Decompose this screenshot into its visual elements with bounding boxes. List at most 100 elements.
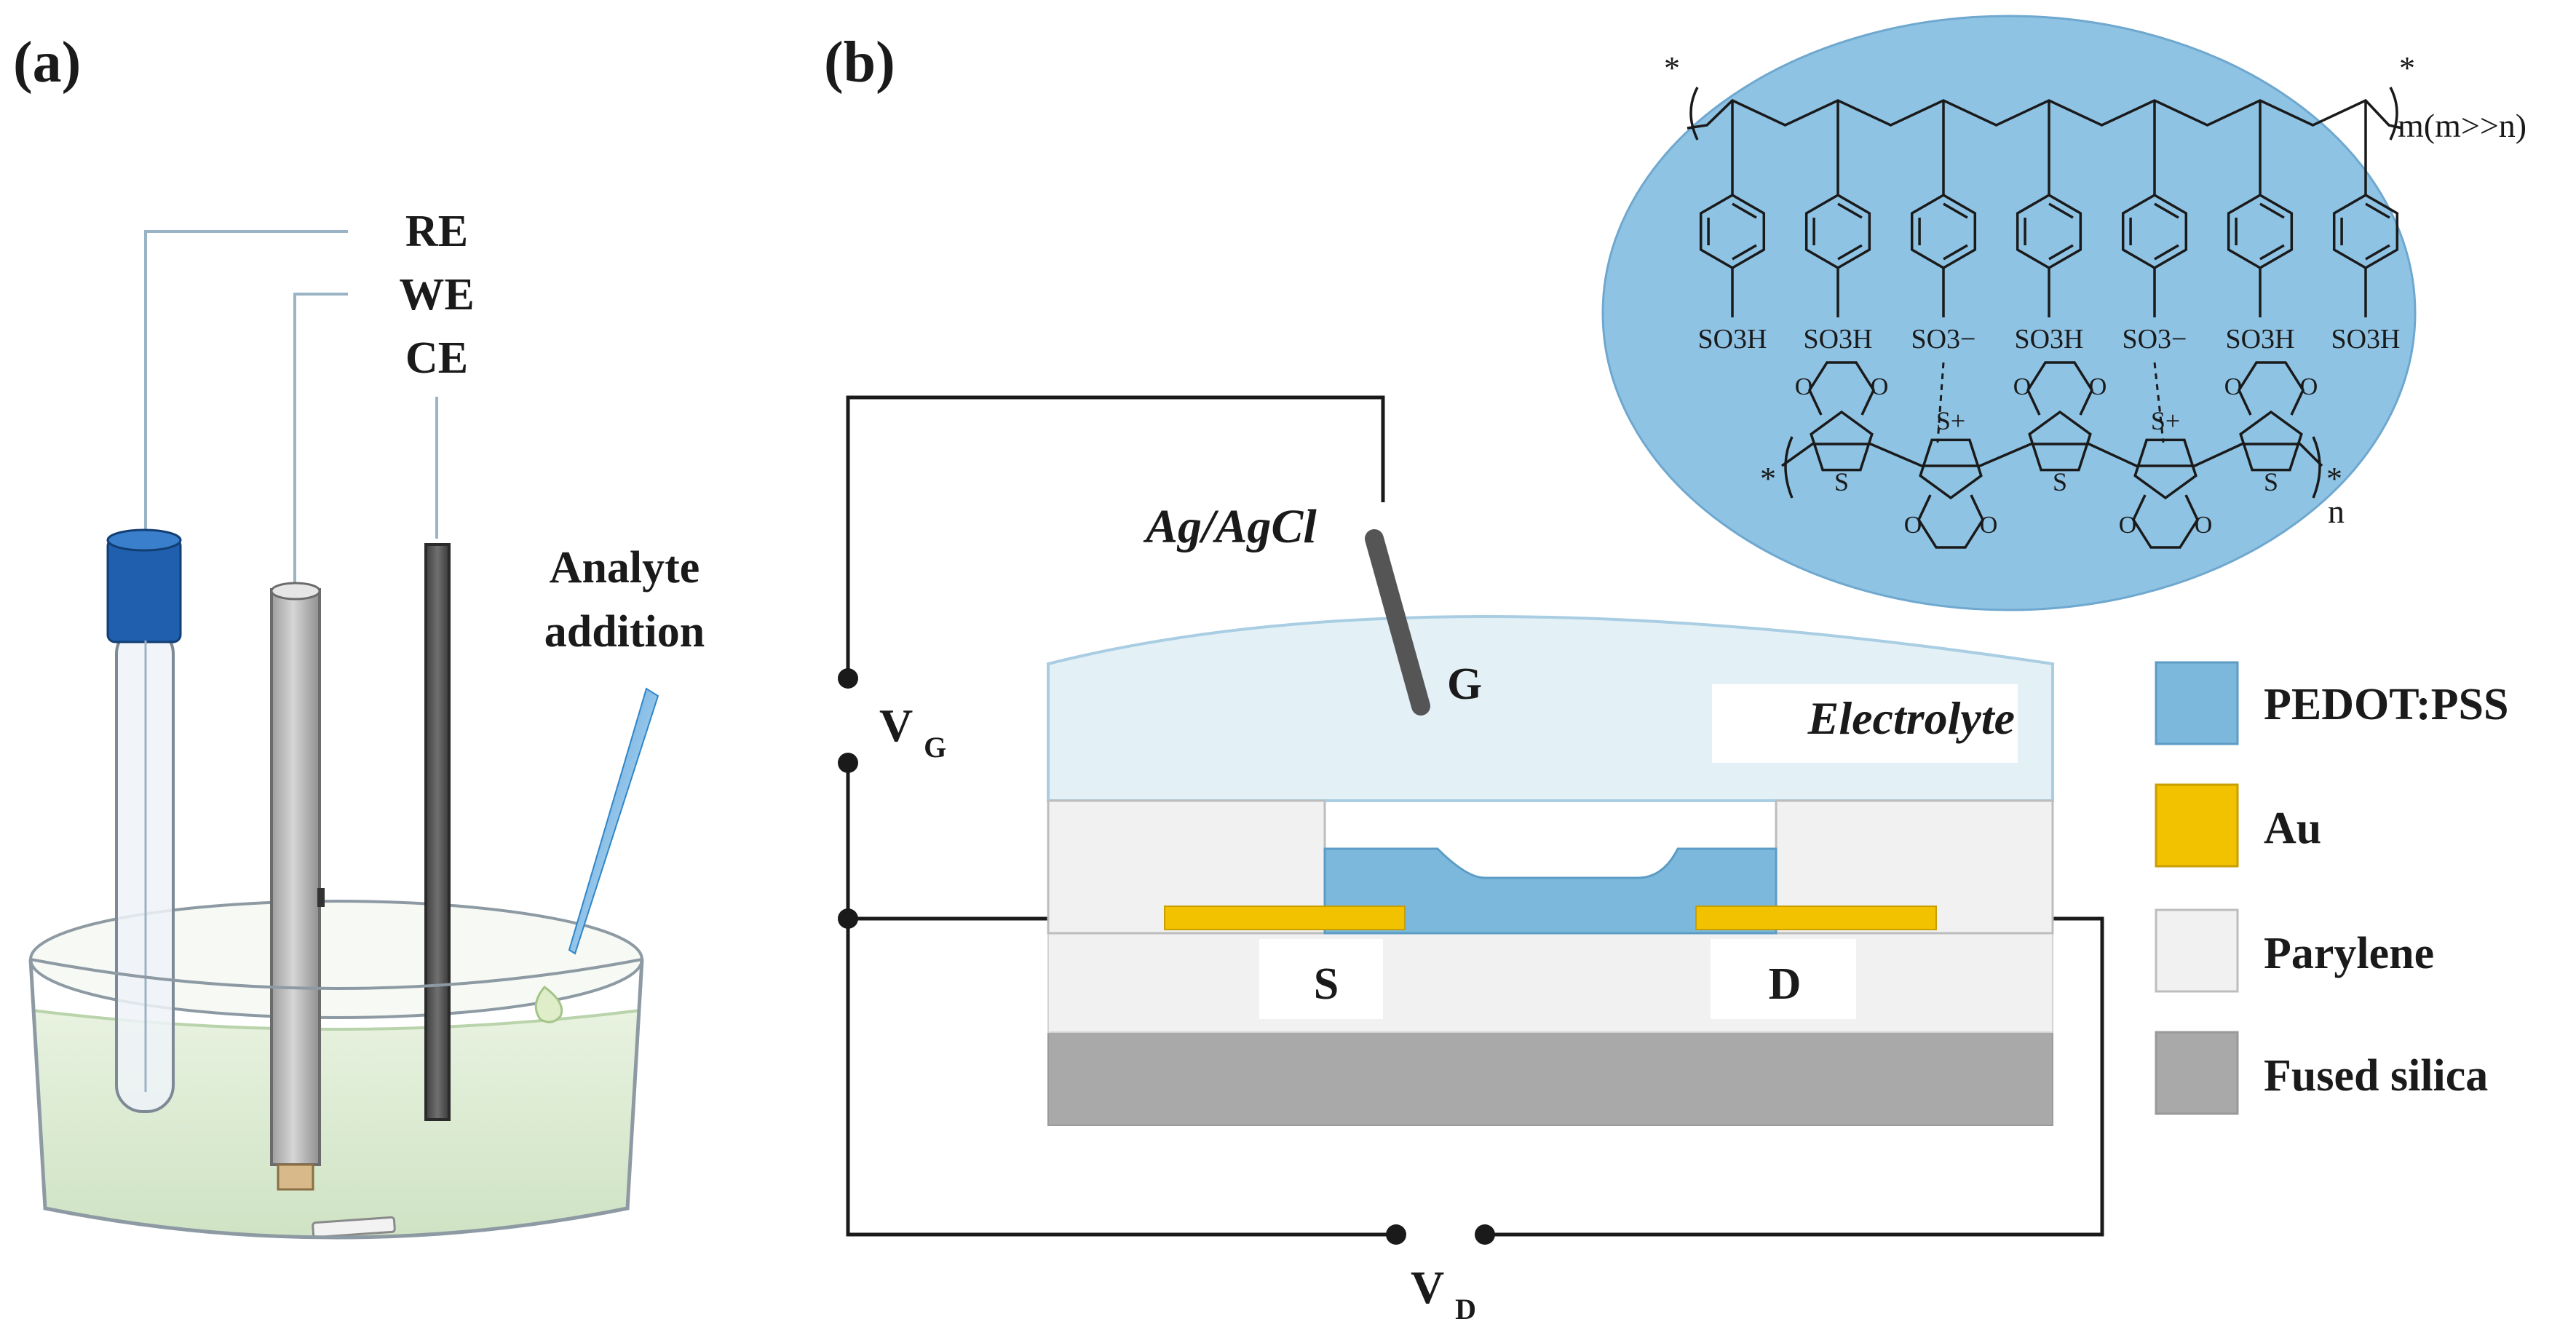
counter-electrode xyxy=(424,543,451,1121)
re-cap-top xyxy=(106,528,182,552)
thiophene-ring xyxy=(2028,410,2092,472)
fused-silica-substrate xyxy=(1047,1031,2053,1126)
pedot-star-left: * xyxy=(1760,461,1776,496)
sulfonate-group-label: SO3− xyxy=(1911,324,1975,354)
we-wire xyxy=(293,293,348,591)
oxygen-label: O xyxy=(1795,373,1813,400)
chemistry-ellipse xyxy=(1601,15,2417,611)
oxygen-label: O xyxy=(1871,373,1889,400)
vg-label: V G xyxy=(879,700,946,764)
oect-device xyxy=(1047,615,2054,1126)
thiophene-ring xyxy=(2239,410,2303,472)
dioxane-ring xyxy=(2026,361,2093,416)
vg-terminal-bottom xyxy=(838,753,858,773)
benzene-double-bond xyxy=(2154,202,2179,219)
charged-sulfur-label: S+ xyxy=(2151,406,2180,435)
label-ce: CE xyxy=(405,333,468,383)
we-rod xyxy=(270,588,321,1166)
solution xyxy=(32,1010,641,1237)
sulfonate-group-label: SO3H xyxy=(2331,324,2400,354)
legend-swatch-fused-silica xyxy=(2155,1031,2239,1115)
gate-label: G xyxy=(1447,659,1482,709)
legend-label-fused-silica: Fused silica xyxy=(2264,1051,2488,1101)
legend: PEDOT:PSS Au Parylene Fused silica xyxy=(2155,661,2508,1115)
ag-agcl-rod xyxy=(1365,529,1430,716)
analyte-label-line1: Analyte xyxy=(550,543,700,593)
vd-label: V D xyxy=(1411,1261,1476,1326)
panel-b-label: (b) xyxy=(824,31,895,95)
pedot-bracket-left xyxy=(1784,436,1794,499)
dioxane-ring xyxy=(1808,361,1875,416)
re-cap xyxy=(106,537,182,643)
gate-wire xyxy=(846,395,1385,678)
stir-bar xyxy=(312,1216,396,1239)
pedot-bracket-right xyxy=(2312,436,2321,499)
legend-swatch-parylene xyxy=(2155,908,2239,993)
pedot-star-right: * xyxy=(2326,461,2342,496)
sulfonate-group-label: SO3− xyxy=(2122,324,2187,354)
pss-star-right: * xyxy=(2399,50,2415,86)
legend-label-pedot-pss: PEDOT:PSS xyxy=(2264,680,2508,729)
beaker-rim-front xyxy=(30,958,643,990)
sulfur-label: S xyxy=(2053,467,2067,496)
sulfonate-group-label: SO3H xyxy=(2014,324,2083,354)
vg-sub: G xyxy=(924,731,946,764)
re-wire xyxy=(144,230,348,539)
ce-rod xyxy=(424,543,451,1121)
ionic-interaction-line xyxy=(2153,362,2165,443)
oxygen-label: O xyxy=(2089,373,2107,400)
benzene-double-bond xyxy=(2365,202,2390,219)
oxygen-label: O xyxy=(2013,373,2032,400)
benzene-double-bond xyxy=(1837,244,1863,261)
pedot-repeat-label: n xyxy=(2328,493,2345,530)
benzene-double-bond xyxy=(2259,202,2285,219)
source-junction xyxy=(838,908,858,929)
pss-bracket-right xyxy=(2389,87,2398,140)
beaker-wall xyxy=(28,959,644,1240)
sulfonate-group-label: SO3H xyxy=(1697,324,1767,354)
pss-star-left: * xyxy=(1664,50,1680,86)
pedot-backbone xyxy=(1780,443,2323,467)
label-we: WE xyxy=(399,270,474,320)
analyte-label-line2: addition xyxy=(544,607,705,657)
ionic-interaction-line xyxy=(1936,362,1945,443)
sulfur-label: S xyxy=(1834,467,1849,496)
vd-sub: D xyxy=(1455,1293,1476,1326)
sulfonate-group-label: SO3H xyxy=(1803,324,1872,354)
thiophene-ring xyxy=(2133,438,2197,500)
parylene-base xyxy=(1047,932,2053,1033)
benzene-double-bond xyxy=(1943,202,1968,219)
we-tip xyxy=(277,1163,314,1191)
dioxane-ring xyxy=(1917,494,1984,549)
oxygen-label: O xyxy=(2300,373,2318,400)
label-re: RE xyxy=(405,207,468,256)
benzene-double-bond xyxy=(2154,244,2179,261)
vg-main: V xyxy=(879,700,913,751)
thiophene-ring xyxy=(1810,410,1874,472)
dioxane-ring xyxy=(2132,494,2199,549)
legend-swatch-au xyxy=(2155,783,2239,868)
oxygen-label: O xyxy=(1980,512,1998,539)
thiophene-ring xyxy=(1919,438,1983,500)
vd-main: V xyxy=(1411,1261,1444,1313)
source-contact-gold xyxy=(1164,906,1406,930)
pedot-pss-channel xyxy=(1323,847,1778,935)
legend-swatch-pedot-pss xyxy=(2155,661,2239,745)
reference-electrode xyxy=(106,528,182,1113)
benzene-double-bond xyxy=(1837,202,1863,219)
source-label: S xyxy=(1314,959,1339,1009)
electrode-wires xyxy=(144,230,438,591)
drain-contact-gold xyxy=(1695,906,1937,930)
pss-repeat-label: m(m>>n) xyxy=(2398,107,2527,144)
oxygen-label: O xyxy=(2224,373,2243,400)
pipette-tip-icon xyxy=(568,687,659,955)
sulfur-label: S xyxy=(2264,467,2278,496)
we-rod-top xyxy=(270,582,321,601)
vd-terminal-right xyxy=(1475,1224,1495,1245)
electrolyte-label: Electrolyte xyxy=(1807,692,2015,744)
legend-label-parylene: Parylene xyxy=(2264,929,2434,978)
source-to-vd-wire xyxy=(846,919,1396,1237)
